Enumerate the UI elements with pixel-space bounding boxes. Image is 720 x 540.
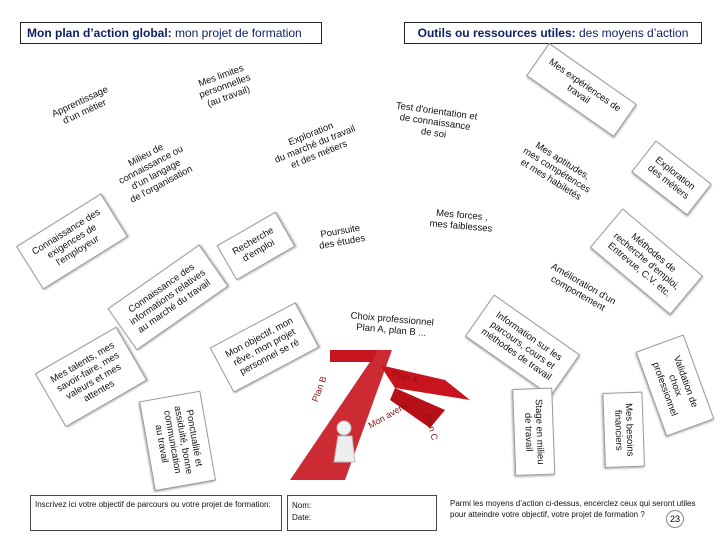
goal-label: Inscrivez ici votre objectif de parcours… <box>35 500 271 509</box>
action-map: Mes limites personnelles (au travail) Ap… <box>0 42 720 494</box>
bubble-besoins: Mes besoins financiers <box>602 391 645 469</box>
bubble-stage: Stage en milieu de travail <box>512 387 556 477</box>
header-right-rest: des moyens d’action <box>575 26 689 40</box>
header-left-rest: mon projet de formation <box>171 26 302 40</box>
road-illustration <box>290 350 470 480</box>
bubble-forces: Mes forces , mes faiblesses <box>429 207 493 235</box>
name-date-box[interactable]: Nom: Date: <box>287 495 437 531</box>
figure-head <box>336 420 352 436</box>
goal-box[interactable]: Inscrivez ici votre objectif de parcours… <box>30 495 282 531</box>
header-right: Outils ou ressources utiles: des moyens … <box>404 22 702 44</box>
figure-body <box>333 435 356 463</box>
page-number: 23 <box>666 510 684 528</box>
header-left: Mon plan d’action global: mon projet de … <box>20 22 322 44</box>
road-plan-c <box>390 388 445 428</box>
date-label: Date: <box>292 513 312 522</box>
name-label: Nom: <box>292 501 312 510</box>
instruction-note: Parmi les moyens d’action ci-dessus, enc… <box>450 499 696 519</box>
header-left-bold: Mon plan d’action global: <box>27 26 172 40</box>
road-plan-a <box>380 365 470 400</box>
header-right-bold: Outils ou ressources utiles: <box>417 26 576 40</box>
road-plan-b <box>330 350 378 362</box>
road-main <box>290 350 392 480</box>
